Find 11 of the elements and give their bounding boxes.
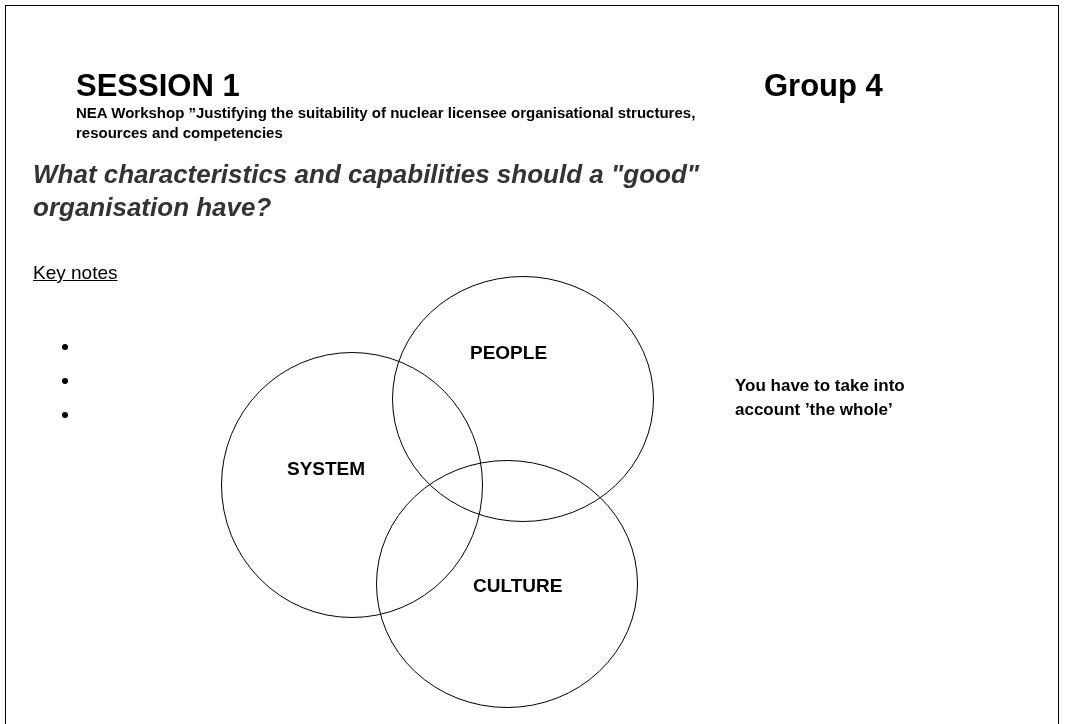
- workshop-subtitle: NEA Workshop ”Justifying the suitability of nuclear licensee organisational structures, resources and competencies: [76, 103, 697, 143]
- group-heading: Group 4: [764, 68, 883, 104]
- notes-heading: Key notes: [33, 262, 118, 284]
- circle-label: PEOPLE: [470, 342, 548, 364]
- circle-label: SYSTEM: [287, 458, 366, 480]
- venn-circle: [392, 276, 654, 522]
- slide-title: SESSION 1: [76, 68, 240, 104]
- circle-label: CULTURE: [473, 575, 563, 597]
- question-heading: What characteristics and capabilities should a "good" organisation have?: [33, 158, 701, 224]
- venn-circle: [376, 460, 638, 708]
- note-text: You have to take into account ’the whole’: [735, 375, 906, 421]
